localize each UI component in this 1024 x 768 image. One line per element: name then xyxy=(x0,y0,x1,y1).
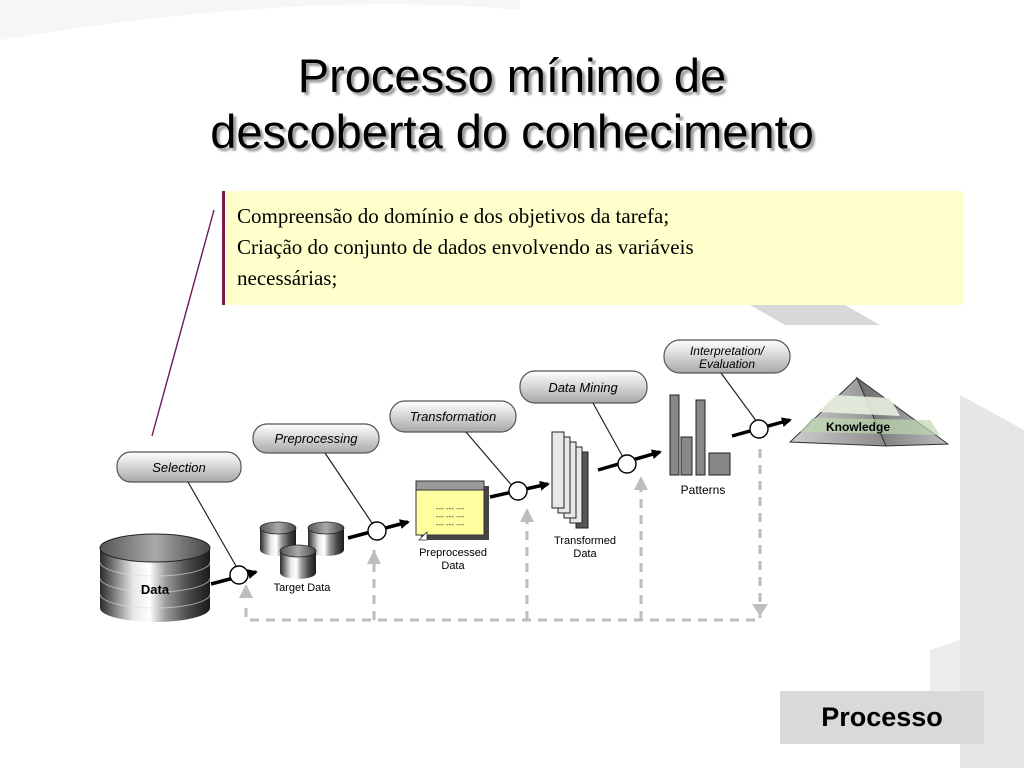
stage-selection-label: Selection xyxy=(152,460,205,475)
data-cylinder: Data xyxy=(99,533,211,622)
footer-label-text: Processo xyxy=(821,702,943,732)
note-connector-line xyxy=(151,209,215,437)
knowledge-label: Knowledge xyxy=(826,420,890,434)
patterns-glyph xyxy=(669,394,731,476)
target-data-cylinders: Target Data xyxy=(259,521,345,594)
feedback-loop xyxy=(244,448,762,622)
stage-interpretation-label-2: Evaluation xyxy=(699,357,755,371)
doc-line-1: --- --- --- xyxy=(436,504,465,513)
stage-transformation-label: Transformation xyxy=(410,409,496,424)
doc-line-2: --- --- --- xyxy=(436,512,465,521)
note-line-2: Criação do conjunto de dados envolvendo … xyxy=(237,235,694,259)
doc-line-3: --- --- --- xyxy=(436,520,465,529)
transformed-data-stack xyxy=(551,431,589,529)
preprocessed-label-1: Preprocessed xyxy=(419,547,487,559)
stage-preprocessing: Preprocessing xyxy=(252,423,380,454)
feedback-arrowheads xyxy=(239,476,768,616)
knowledge-pyramid: Knowledge xyxy=(788,376,950,447)
stage-interpretation: Interpretation/ Evaluation xyxy=(663,339,791,374)
preprocessed-data-doc: --- --- --- --- --- --- --- --- --- Prep… xyxy=(415,480,489,572)
leader-lines xyxy=(187,372,758,567)
stage-preprocessing-label: Preprocessing xyxy=(274,431,358,446)
target-data-label: Target Data xyxy=(274,582,332,594)
stage-data-mining: Data Mining xyxy=(519,370,648,404)
stage-data-mining-label: Data Mining xyxy=(548,380,618,395)
note-line-3: necessárias; xyxy=(237,266,338,290)
page-title: Processo mínimo de descoberta do conheci… xyxy=(0,48,1024,160)
stage-interpretation-label-1: Interpretation/ xyxy=(690,344,766,358)
transformed-label-1: Transformed xyxy=(554,535,616,547)
stage-transformation: Transformation xyxy=(389,400,517,433)
title-line-1: Processo mínimo de xyxy=(297,49,727,102)
patterns-label: Patterns xyxy=(681,483,726,497)
note-line-1: Compreensão do domínio e dos objetivos d… xyxy=(237,204,670,228)
transformed-label-2: Data xyxy=(573,548,597,560)
footer-process-label: Processo xyxy=(780,691,984,744)
stage-selection: Selection xyxy=(116,451,242,483)
data-label: Data xyxy=(141,582,170,597)
step-circles xyxy=(229,419,769,585)
title-line-2: descoberta do conhecimento xyxy=(210,105,814,158)
callout-note: Compreensão do domínio e dos objetivos d… xyxy=(222,191,963,305)
preprocessed-label-2: Data xyxy=(441,560,465,572)
